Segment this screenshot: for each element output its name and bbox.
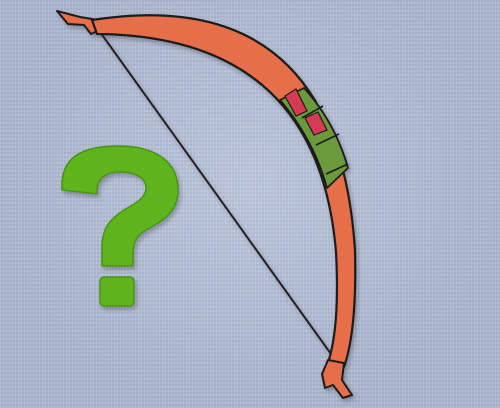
bow-string bbox=[94, 24, 332, 355]
bow-limb bbox=[90, 14, 357, 369]
bow-grip-line-2 bbox=[315, 133, 340, 146]
question-mark-icon bbox=[61, 145, 179, 307]
bow-icon bbox=[56, 10, 357, 399]
bow-grip-wrap-top bbox=[284, 88, 308, 117]
bow-bottom-tip bbox=[321, 359, 353, 399]
bow-grip-line-1 bbox=[301, 105, 324, 119]
bow-grip-line-3 bbox=[325, 163, 349, 175]
bow-grip-wrap-mid bbox=[304, 111, 328, 136]
